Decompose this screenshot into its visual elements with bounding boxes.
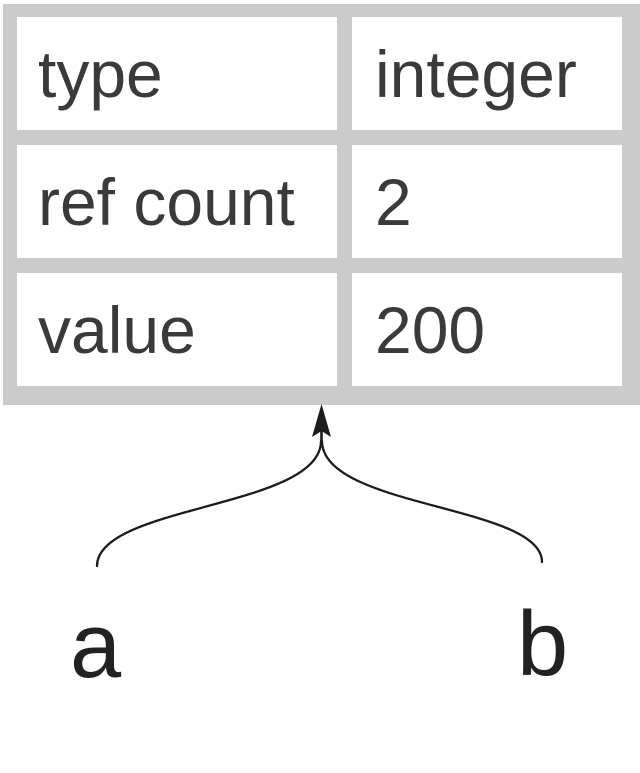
integer-object-table: type integer ref count 2 value 200 <box>3 4 640 405</box>
arrow-curve-b <box>320 439 544 564</box>
table-cell-type-value: integer <box>352 17 622 130</box>
variable-label-b: b <box>517 593 569 695</box>
variable-label-a: a <box>70 595 122 697</box>
table-cell-value-value: 200 <box>352 273 622 386</box>
arrow-curve-a <box>95 439 323 568</box>
table-cell-refcount-value: 2 <box>352 145 622 258</box>
arrowhead-icon <box>312 404 331 437</box>
table-cell-value-label: value <box>17 273 337 386</box>
table-cell-type-label: type <box>17 17 337 130</box>
table-cell-refcount-label: ref count <box>17 145 337 258</box>
